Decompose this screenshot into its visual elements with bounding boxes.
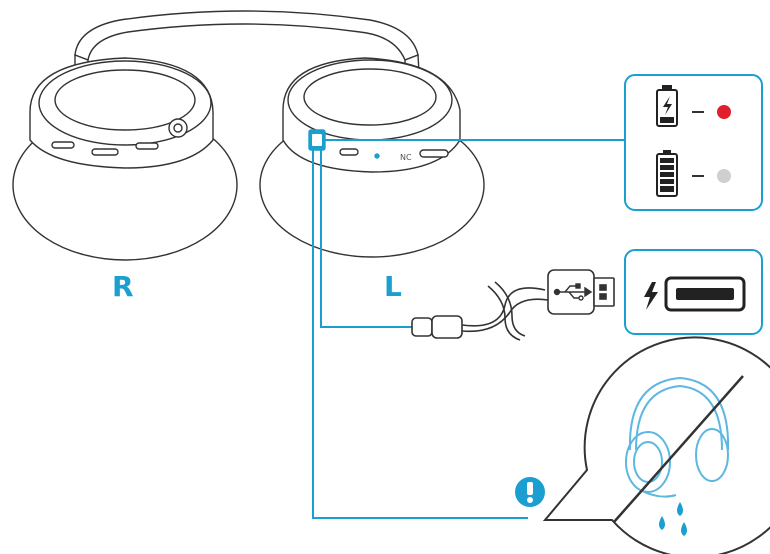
headphones-illustration: NC — [12, 10, 485, 261]
left-earcup-label: L — [384, 270, 402, 303]
charge-led — [374, 153, 380, 159]
charging-battery-icon — [656, 85, 678, 127]
exclamation-warning-icon — [515, 477, 545, 507]
usb-cable-icon — [411, 269, 615, 341]
led-red-icon — [717, 105, 731, 119]
right-earcup-label: R — [112, 270, 134, 303]
line-to-cable — [320, 150, 412, 328]
right-button-3 — [135, 142, 159, 150]
usb-a-power-source-icon — [624, 249, 763, 335]
right-button-2 — [91, 148, 119, 156]
nc-button — [419, 149, 449, 158]
water-drops-icon — [659, 502, 687, 536]
charging-indicator-panel — [624, 74, 763, 211]
usb-symbol-icon — [553, 283, 593, 301]
usb-c-plug — [411, 317, 433, 337]
left-button-1 — [339, 148, 359, 156]
headband — [74, 10, 419, 61]
left-earcup: NC — [259, 57, 485, 258]
lightning-icon — [644, 282, 658, 310]
line-to-warning — [312, 150, 528, 519]
nc-button-label: NC — [400, 153, 412, 162]
right-button-1 — [51, 141, 75, 149]
right-earcup — [12, 57, 238, 261]
prohibited-slash — [613, 375, 744, 523]
connector-lines — [312, 139, 625, 519]
no-wet-charging-icon — [542, 336, 770, 554]
full-battery-icon — [656, 150, 678, 197]
led-off-icon — [717, 169, 731, 183]
